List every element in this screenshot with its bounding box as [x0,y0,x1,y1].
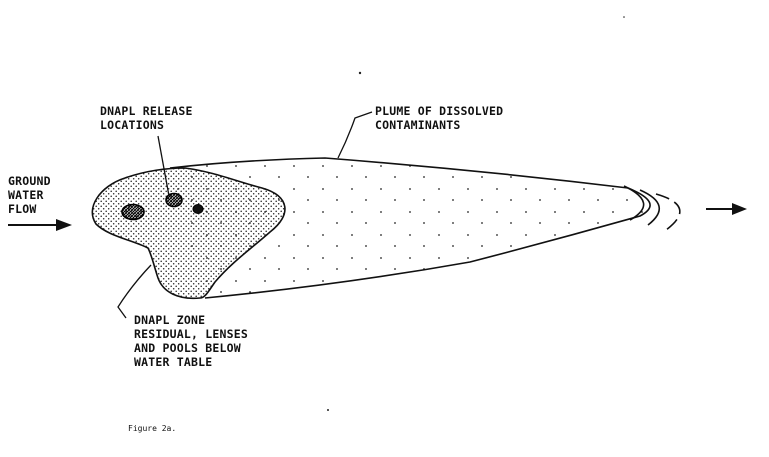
outflow-arrow [706,203,747,215]
speck [358,71,362,75]
dnapl-zone-outline [91,167,286,300]
flow-ripple-2 [639,189,660,226]
release-location-2 [165,192,183,208]
release-location-1 [121,203,145,221]
figure-caption: Figure 2a. [128,424,177,433]
plume-label: PLUME OF DISSOLVED CONTAMINANTS [375,104,503,132]
plume-leader-line [337,111,373,159]
plume-label-line: PLUME OF DISSOLVED [375,104,504,118]
ground-water-flow-label: GROUND WATER FLOW [8,174,51,216]
inflow-arrow [8,219,72,231]
dnapl-zone-line: WATER TABLE [134,355,213,369]
dnapl-release-line: LOCATIONS [100,118,165,132]
dnapl-zone-label: DNAPL ZONE RESIDUAL, LENSES AND POOLS BE… [134,313,248,369]
flow-ripple-3 [655,193,681,231]
release-leader-line [157,135,170,197]
release-location-3 [192,204,204,214]
plume-outline [169,157,651,299]
plume-label-line: CONTAMINANTS [375,118,461,132]
ground-water-flow-line: WATER [8,188,44,202]
flow-ripple-1 [623,185,645,221]
dnapl-zone-line: RESIDUAL, LENSES [134,327,248,341]
dnapl-zone-line: DNAPL ZONE [134,313,206,327]
speck [327,409,329,411]
ground-water-flow-line: FLOW [8,202,37,216]
dnapl-zone-leader-line [117,264,152,319]
ground-water-flow-line: GROUND [8,174,51,188]
dnapl-release-line: DNAPL RELEASE [100,104,193,118]
dnapl-zone-line: AND POOLS BELOW [134,341,241,355]
speck [623,16,625,18]
dnapl-release-label: DNAPL RELEASE LOCATIONS [100,104,193,132]
